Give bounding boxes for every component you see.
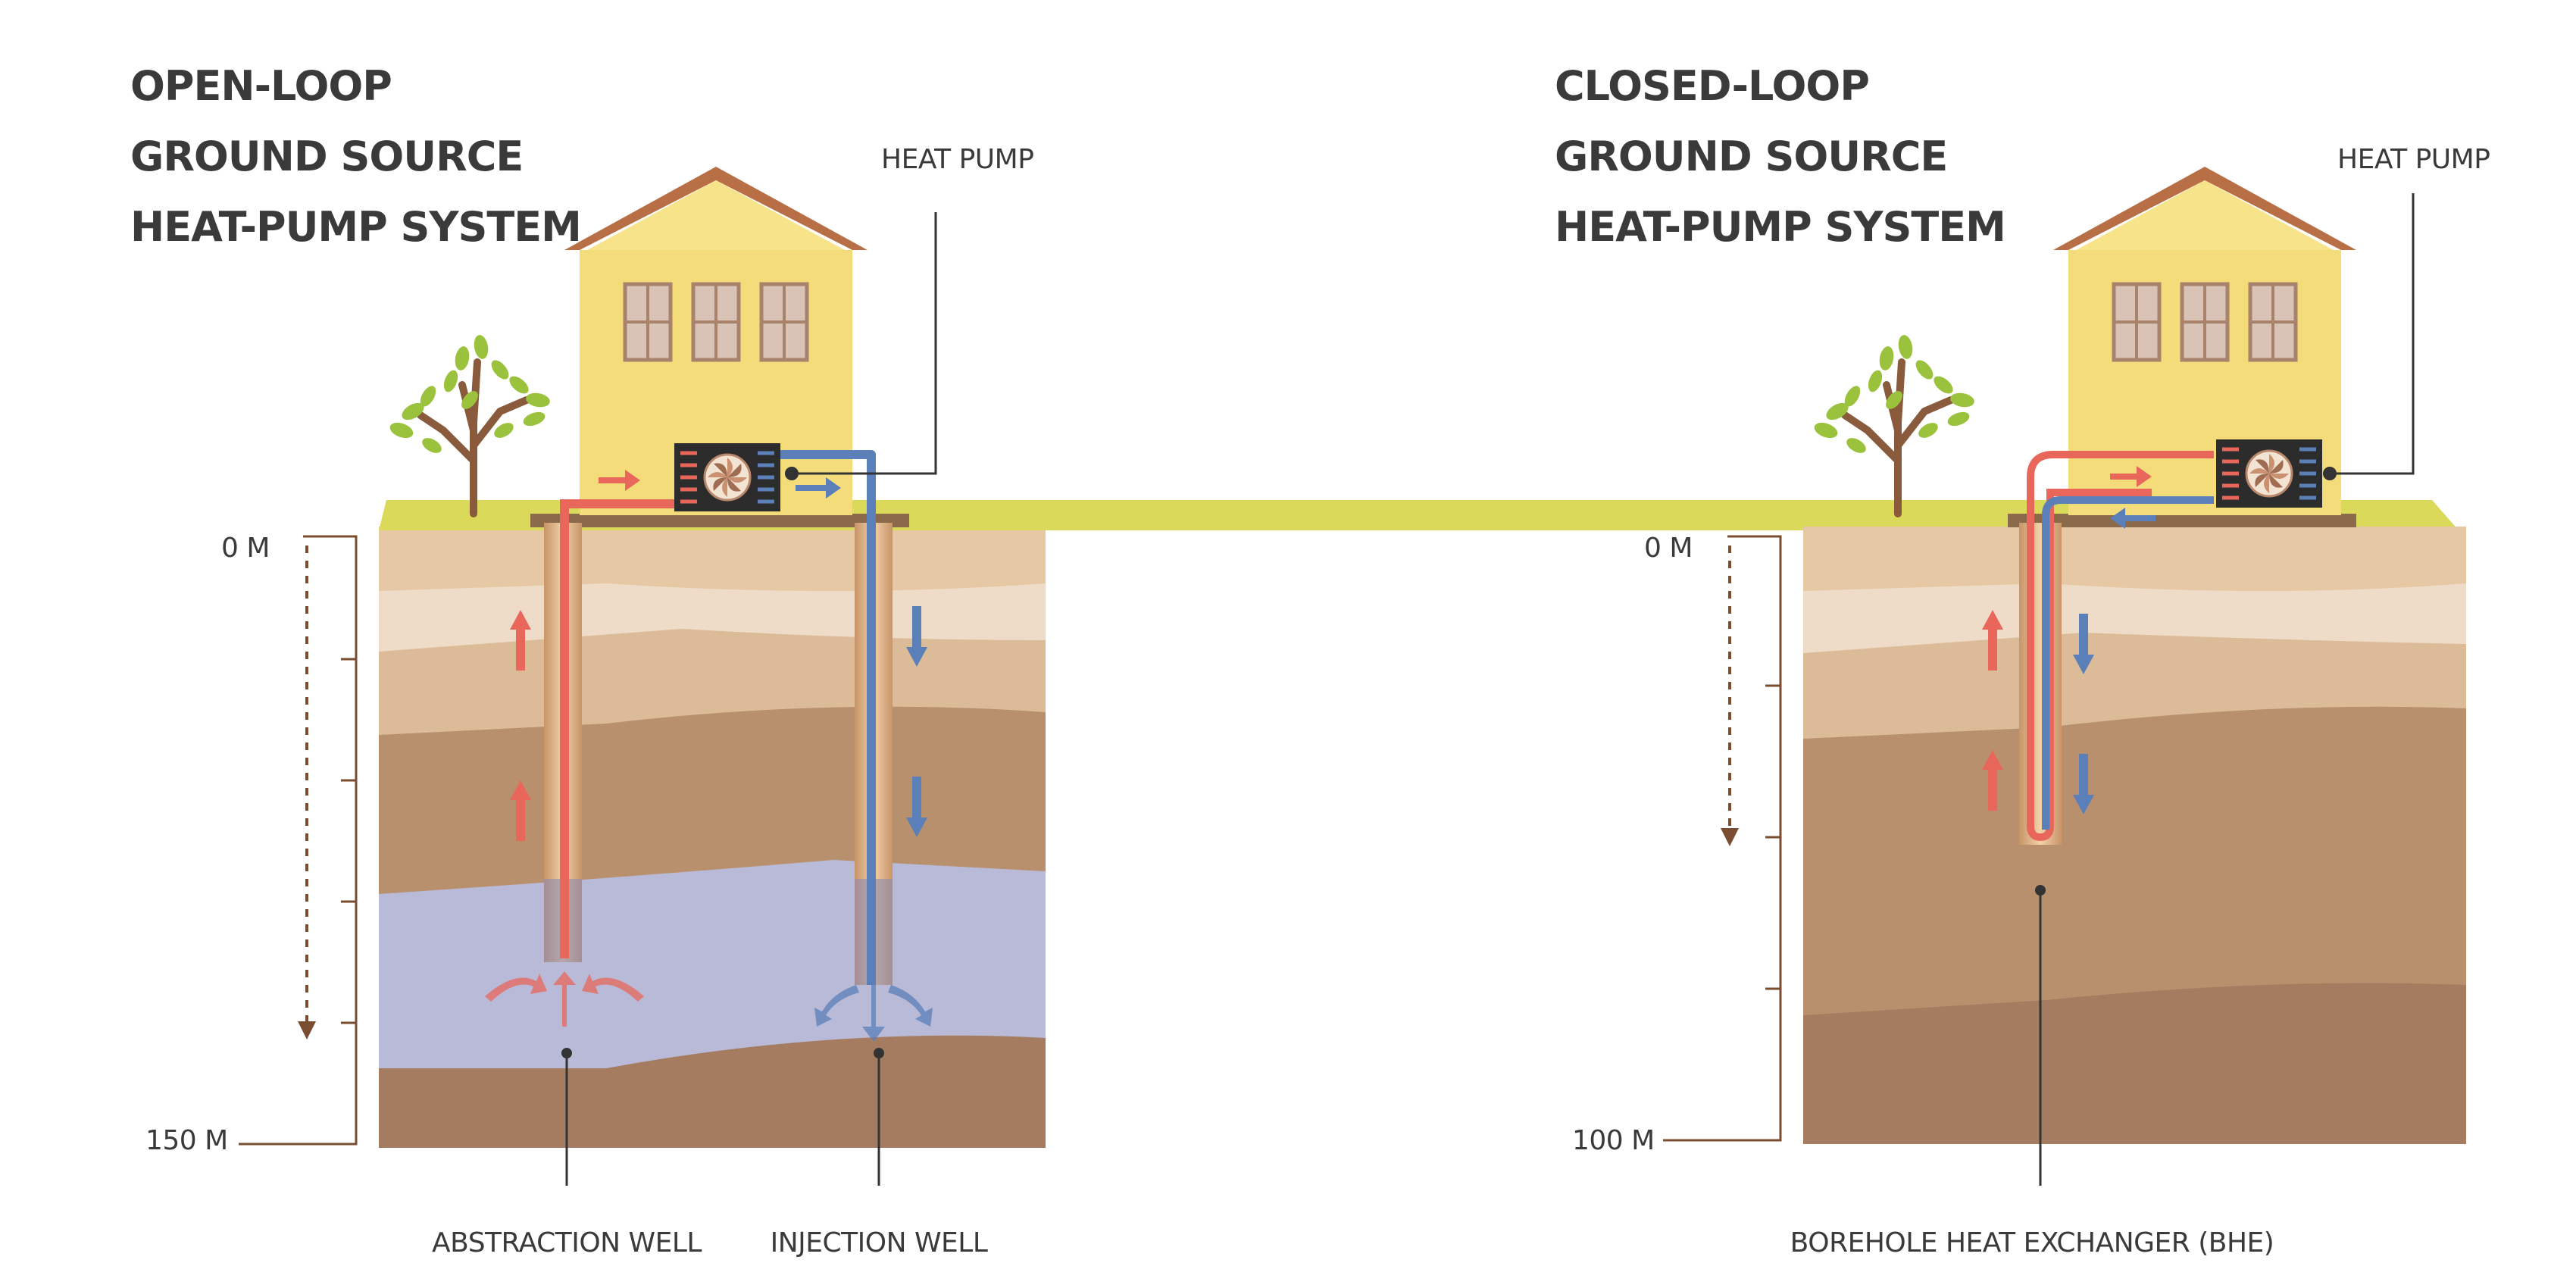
open-loop-title-line-1: OPEN-LOOP — [130, 62, 392, 110]
tree-icon — [388, 334, 551, 514]
closed-loop-depth-scale — [1663, 535, 1782, 1142]
closed-loop-title-line-1: CLOSED-LOOP — [1555, 62, 1869, 110]
open-loop-ground-layers — [379, 527, 1046, 1148]
open-loop-depth-bottom: 150 M — [145, 1125, 228, 1156]
closed-loop-ground-layers — [1803, 527, 2466, 1144]
open-loop-depth-top: 0 M — [221, 533, 270, 564]
flow-arrow-icon — [2110, 466, 2152, 487]
warm-loop-pipe — [2027, 451, 2214, 842]
closed-loop-foundation — [2008, 514, 2356, 527]
heat-pump-fan-icon — [674, 443, 780, 511]
bhe-label: BOREHOLE HEAT EXCHANGER (BHE) — [1790, 1227, 2274, 1258]
cool-injection-pipe — [780, 450, 876, 985]
injection-well-label: INJECTION WELL — [771, 1227, 988, 1258]
flow-arrow-icon — [599, 470, 640, 491]
abstraction-well-label: ABSTRACTION WELL — [432, 1227, 702, 1258]
discharge-arrows — [814, 985, 933, 1042]
closed-loop-heat-pump-label: HEAT PUMP — [2337, 144, 2490, 175]
flow-arrow-icon — [2110, 508, 2156, 529]
closed-loop-title-line-2: GROUND SOURCE — [1555, 133, 1947, 180]
open-loop-title-line-3: HEAT-PUMP SYSTEM — [130, 203, 581, 251]
warm-abstraction-pipe — [560, 499, 678, 958]
tree-icon — [1812, 334, 1975, 514]
heat-pump-fan-icon — [2216, 439, 2322, 508]
open-loop-depth-scale — [239, 535, 358, 1146]
open-loop-title-line-2: GROUND SOURCE — [130, 133, 523, 180]
open-loop-foundation — [530, 514, 909, 527]
closed-loop-depth-bottom: 100 M — [1572, 1125, 1655, 1156]
cool-loop-pipe — [2042, 496, 2214, 830]
open-loop-heat-pump-label: HEAT PUMP — [881, 144, 1033, 175]
intake-arrows — [485, 971, 644, 1027]
borehole — [2019, 523, 2062, 845]
flow-arrow-icon — [796, 477, 841, 499]
closed-loop-title-line-3: HEAT-PUMP SYSTEM — [1555, 203, 2005, 251]
closed-loop-depth-top: 0 M — [1644, 533, 1693, 564]
closed-loop-system: CLOSED-LOOP GROUND SOURCE HEAT-PUMP SYST… — [1555, 62, 2490, 1258]
